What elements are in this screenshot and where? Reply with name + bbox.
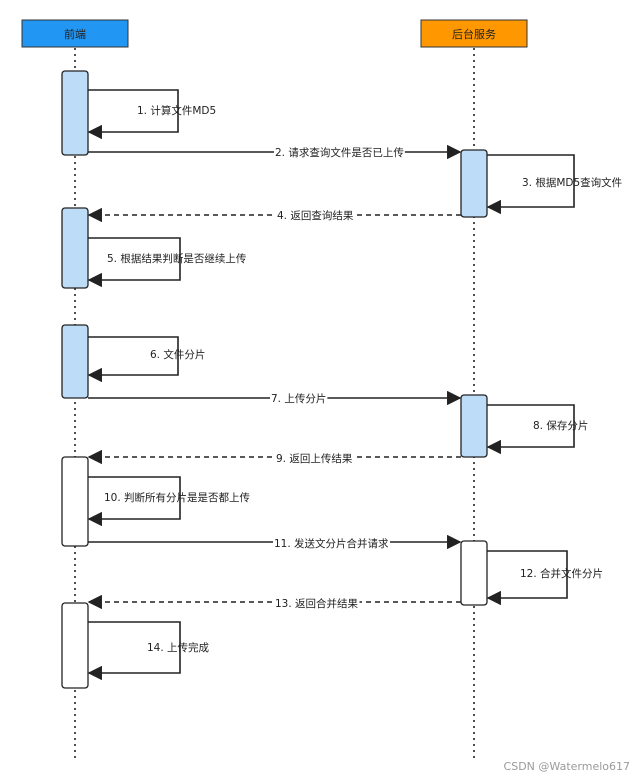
message-9: 9. 返回上传结果 [87,449,461,465]
label-background-7 [270,392,328,405]
activation-bar-fe-6 [61,456,89,547]
message-5: 5. 根据结果判断是否继续上传 [87,237,246,288]
label-background-13 [274,597,360,610]
message-10: 10. 判断所有分片是是否都上传 [87,476,250,527]
label-background-9 [275,452,354,465]
message-13: 13. 返回合并结果 [87,594,461,610]
self-call-arrow-14 [87,621,181,681]
activation-bar-fe-3 [61,207,89,289]
message-label-9: 9. 返回上传结果 [276,452,353,465]
participant-box-be [420,19,528,48]
message-label-7: 7. 上传分片 [271,392,326,405]
message-label-8: 8. 保存分片 [533,419,588,432]
activation-bar-fe-1 [61,70,89,156]
message-6: 6. 文件分片 [87,336,205,383]
message-label-11: 11. 发送文分片合并请求 [274,537,389,550]
message-1: 1. 计算文件MD5 [87,89,216,140]
self-call-arrow-8 [486,404,575,455]
activation-bar-fe-8 [61,602,89,689]
message-label-5: 5. 根据结果判断是否继续上传 [107,252,246,265]
message-2: 2. 请求查询文件是否已上传 [88,144,462,160]
message-11: 11. 发送文分片合并请求 [88,534,462,550]
message-label-4: 4. 返回查询结果 [277,209,354,222]
label-background-11 [273,537,391,550]
self-call-arrow-6 [87,336,179,383]
participant-label-be: 后台服务 [452,27,496,41]
watermark: CSDN @Watermelo617 [503,760,630,773]
label-background-2 [274,146,405,159]
message-8: 8. 保存分片 [486,404,588,455]
activation-bar-be-2 [460,149,488,218]
message-3: 3. 根据MD5查询文件 [486,154,622,215]
self-call-arrow-1 [87,89,179,140]
self-call-arrow-3 [486,154,575,215]
message-label-2: 2. 请求查询文件是否已上传 [275,146,404,159]
activation-bar-fe-4 [61,324,89,399]
message-14: 14. 上传完成 [87,621,210,681]
self-call-arrow-5 [87,237,181,288]
message-label-6: 6. 文件分片 [150,348,205,361]
participant-box-fe [21,19,129,48]
message-12: 12. 合并文件分片 [486,550,603,606]
self-call-arrow-10 [87,476,181,527]
activation-bar-be-7 [460,540,488,606]
message-7: 7. 上传分片 [88,390,462,406]
self-call-arrow-12 [486,550,568,606]
message-4: 4. 返回查询结果 [87,207,461,223]
message-label-13: 13. 返回合并结果 [275,597,359,610]
message-label-12: 12. 合并文件分片 [520,567,603,580]
message-label-10: 10. 判断所有分片是是否都上传 [104,491,250,504]
message-label-3: 3. 根据MD5查询文件 [522,176,622,189]
message-label-14: 14. 上传完成 [147,641,210,654]
participant-label-fe: 前端 [64,27,86,41]
activation-bar-be-5 [460,394,488,458]
message-label-1: 1. 计算文件MD5 [137,104,216,117]
label-background-4 [276,209,355,222]
